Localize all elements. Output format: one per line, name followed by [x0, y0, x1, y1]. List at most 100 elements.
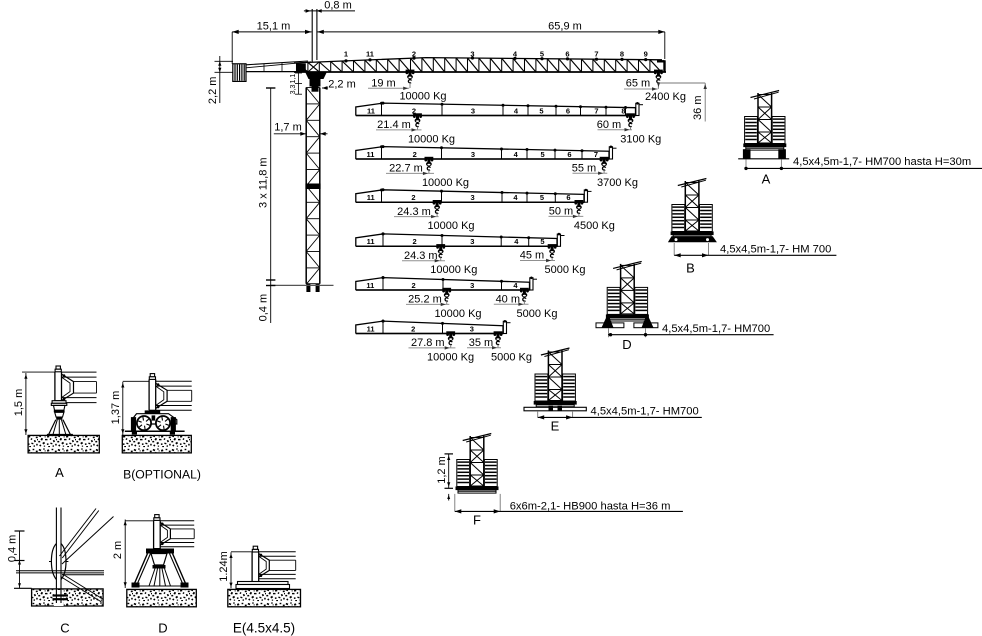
svg-text:6: 6 — [567, 150, 571, 159]
svg-text:11: 11 — [367, 193, 375, 202]
svg-text:40 m: 40 m — [496, 293, 520, 305]
svg-text:5000 Kg: 5000 Kg — [545, 264, 586, 276]
svg-text:35 m: 35 m — [469, 337, 493, 349]
svg-text:3 x 11,8 m: 3 x 11,8 m — [257, 157, 269, 208]
svg-text:B(OPTIONAL): B(OPTIONAL) — [123, 467, 201, 481]
svg-text:B: B — [686, 260, 695, 275]
svg-text:4: 4 — [513, 193, 518, 202]
svg-text:7: 7 — [594, 106, 598, 115]
svg-text:2: 2 — [413, 150, 417, 159]
svg-text:D: D — [622, 337, 631, 352]
svg-text:1,1: 1,1 — [290, 74, 297, 84]
svg-text:25.2 m: 25.2 m — [408, 294, 442, 306]
svg-text:2: 2 — [412, 281, 416, 290]
svg-text:5: 5 — [540, 50, 544, 59]
svg-text:6x6m-2,1- HB900 hasta H=36 m: 6x6m-2,1- HB900 hasta H=36 m — [510, 500, 671, 512]
svg-text:3100 Kg: 3100 Kg — [620, 133, 661, 145]
svg-text:2,2 m: 2,2 m — [207, 77, 219, 105]
svg-text:3: 3 — [470, 324, 474, 333]
svg-text:3,3: 3,3 — [290, 85, 297, 95]
svg-text:0,4 m: 0,4 m — [258, 294, 270, 322]
svg-text:10000 Kg: 10000 Kg — [422, 177, 469, 189]
svg-text:4: 4 — [513, 281, 518, 290]
svg-text:24.3 m: 24.3 m — [397, 206, 431, 218]
svg-text:6: 6 — [565, 50, 569, 59]
svg-text:15,1 m: 15,1 m — [257, 20, 291, 32]
svg-text:D: D — [158, 620, 167, 635]
svg-text:10000 Kg: 10000 Kg — [434, 308, 481, 320]
svg-text:5000 Kg: 5000 Kg — [491, 351, 532, 363]
svg-text:2: 2 — [411, 193, 415, 202]
svg-text:4,5x4,5m-1,7- HM 700: 4,5x4,5m-1,7- HM 700 — [720, 244, 831, 256]
svg-text:4,5x4,5m-1,7- HM700: 4,5x4,5m-1,7- HM700 — [662, 323, 770, 335]
svg-text:0,8 m: 0,8 m — [324, 0, 352, 11]
svg-text:3: 3 — [471, 106, 475, 115]
svg-text:10000 Kg: 10000 Kg — [430, 264, 477, 276]
svg-text:1: 1 — [344, 50, 348, 59]
svg-text:24.3 m: 24.3 m — [404, 250, 438, 262]
svg-text:10000 Kg: 10000 Kg — [408, 133, 455, 145]
svg-text:11: 11 — [367, 106, 375, 115]
svg-text:A: A — [55, 465, 64, 480]
svg-text:1,7 m: 1,7 m — [274, 121, 302, 133]
svg-text:2 m: 2 m — [112, 541, 124, 559]
svg-text:A: A — [762, 172, 771, 187]
svg-text:5: 5 — [540, 237, 544, 246]
svg-text:10000 Kg: 10000 Kg — [427, 351, 474, 363]
svg-text:11: 11 — [367, 150, 375, 159]
svg-text:2400 Kg: 2400 Kg — [645, 91, 686, 103]
svg-text:5000 Kg: 5000 Kg — [517, 308, 558, 320]
svg-text:36 m: 36 m — [692, 95, 704, 119]
svg-text:50 m: 50 m — [549, 206, 573, 218]
svg-text:2: 2 — [411, 324, 415, 333]
svg-text:8: 8 — [621, 106, 625, 115]
svg-text:8: 8 — [620, 50, 624, 59]
svg-text:3: 3 — [470, 237, 474, 246]
svg-text:1,2 m: 1,2 m — [436, 456, 448, 484]
svg-text:11: 11 — [367, 237, 375, 246]
svg-text:1,37 m: 1,37 m — [110, 391, 122, 425]
svg-text:19 m: 19 m — [371, 77, 395, 89]
svg-text:4,5x4,5m-1,7- HM700: 4,5x4,5m-1,7- HM700 — [591, 405, 699, 417]
svg-text:4: 4 — [514, 150, 519, 159]
svg-text:4: 4 — [513, 50, 518, 59]
svg-text:5: 5 — [539, 106, 543, 115]
svg-text:2,2 m: 2,2 m — [328, 79, 356, 91]
svg-text:2: 2 — [413, 237, 417, 246]
svg-text:3: 3 — [471, 193, 475, 202]
svg-text:45 m: 45 m — [520, 250, 544, 262]
svg-text:3: 3 — [471, 150, 475, 159]
svg-text:65 m: 65 m — [626, 78, 650, 90]
svg-text:1.24m: 1.24m — [218, 551, 230, 582]
svg-text:4: 4 — [514, 237, 519, 246]
svg-text:22.7 m: 22.7 m — [389, 163, 423, 175]
svg-text:2: 2 — [412, 106, 416, 115]
svg-text:55 m: 55 m — [572, 162, 596, 174]
svg-text:E(4.5x4.5): E(4.5x4.5) — [233, 620, 295, 635]
svg-text:5: 5 — [541, 150, 545, 159]
svg-text:11: 11 — [366, 50, 374, 59]
svg-text:F: F — [473, 513, 481, 528]
svg-text:10000 Kg: 10000 Kg — [427, 220, 474, 232]
svg-text:60 m: 60 m — [597, 119, 621, 131]
svg-text:3: 3 — [470, 50, 474, 59]
svg-text:2: 2 — [412, 50, 416, 59]
svg-text:7: 7 — [594, 150, 598, 159]
svg-text:4,5x4,5m-1,7- HM700 hasta H=30: 4,5x4,5m-1,7- HM700 hasta H=30m — [793, 156, 971, 168]
svg-text:3700 Kg: 3700 Kg — [597, 177, 638, 189]
svg-text:3: 3 — [470, 281, 474, 290]
svg-text:7: 7 — [594, 50, 598, 59]
svg-text:6: 6 — [566, 106, 570, 115]
svg-text:21.4 m: 21.4 m — [377, 119, 411, 131]
svg-text:0,4 m: 0,4 m — [7, 535, 19, 563]
svg-text:5: 5 — [540, 193, 544, 202]
svg-text:4: 4 — [514, 106, 519, 115]
svg-text:6: 6 — [566, 193, 570, 202]
svg-text:4500 Kg: 4500 Kg — [574, 220, 615, 232]
svg-text:11: 11 — [366, 281, 374, 290]
svg-text:10000 Kg: 10000 Kg — [399, 91, 446, 103]
svg-text:1,5 m: 1,5 m — [13, 389, 25, 417]
svg-text:11: 11 — [367, 324, 375, 333]
svg-text:9: 9 — [644, 50, 648, 59]
svg-text:E: E — [551, 419, 560, 434]
